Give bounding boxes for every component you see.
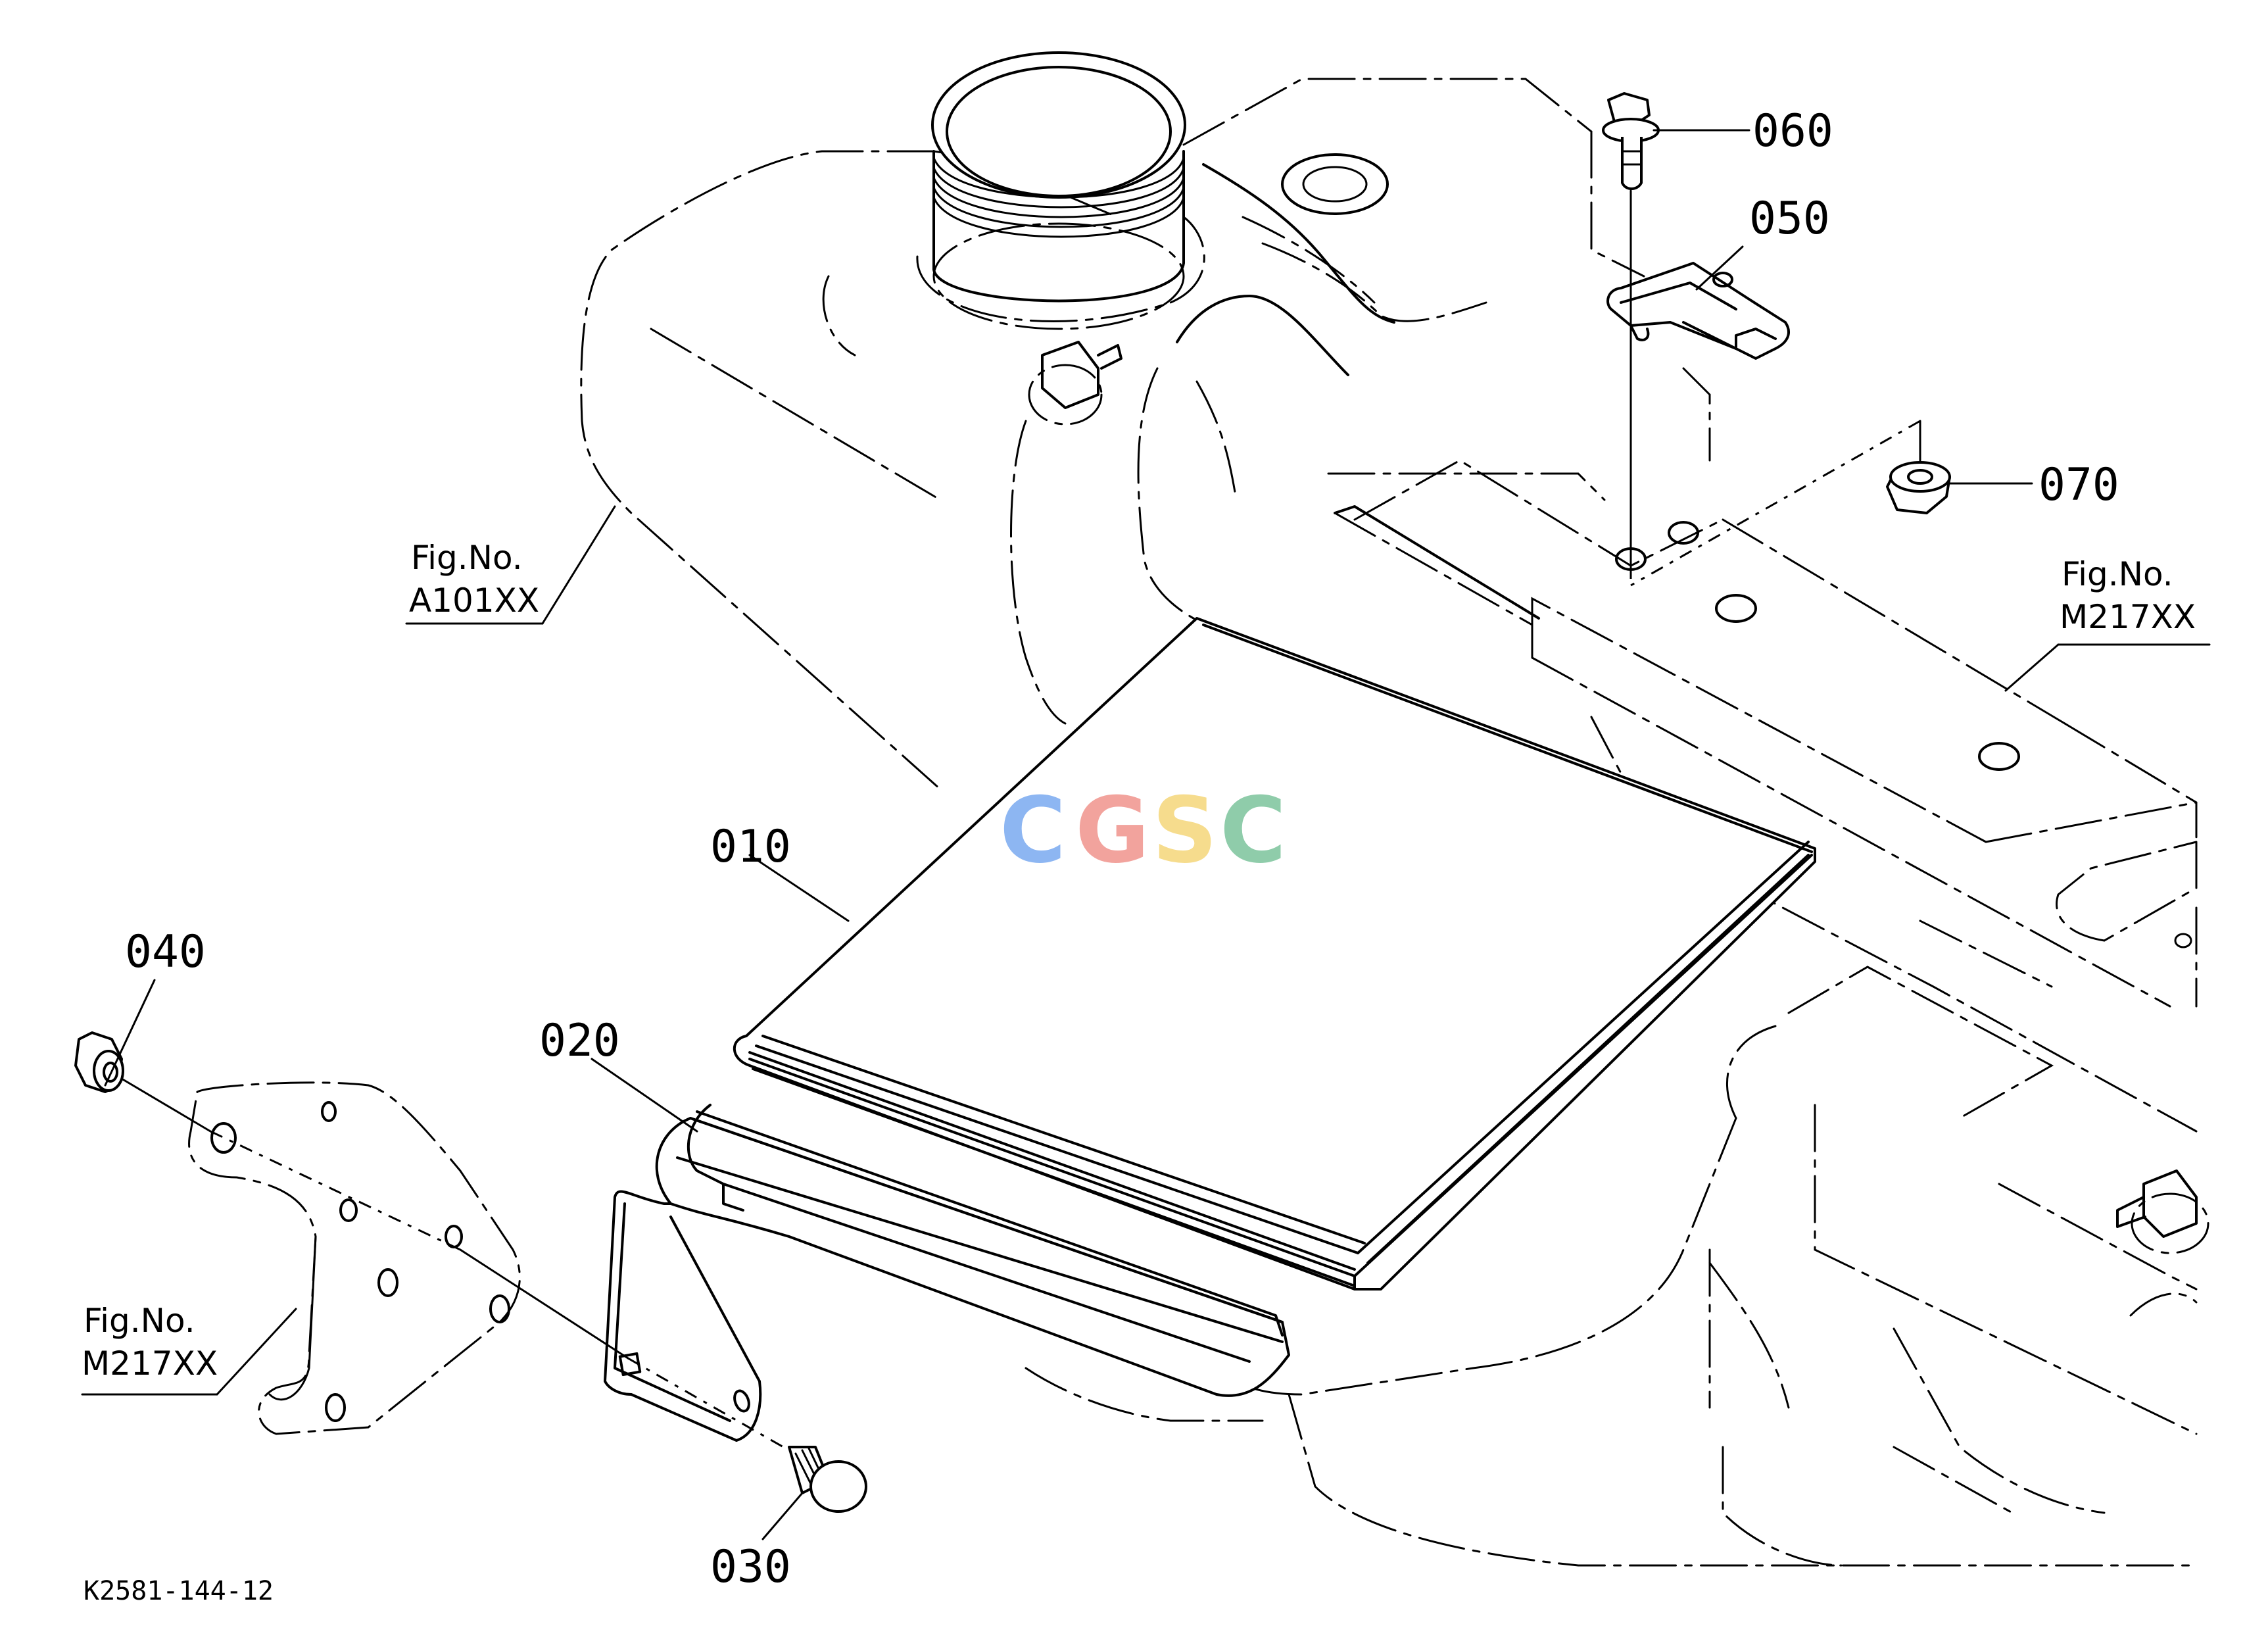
watermark-letter-c1: C	[1000, 777, 1066, 883]
hose-fitting-right	[2116, 1169, 2209, 1254]
label-060: 060	[1752, 105, 1833, 157]
filler-cap	[916, 51, 1205, 330]
fuel-tank-outline	[580, 78, 1711, 791]
fig-ref-m217xx-left-line1: Fig.No.	[84, 1302, 195, 1340]
part-labels: 010 020 030 040 050 060 070	[125, 105, 2119, 1593]
watermark-letter-s: S	[1152, 777, 1217, 883]
label-050: 050	[1749, 193, 1830, 245]
label-070: 070	[2039, 459, 2119, 511]
fig-references: Fig.No. A101XX Fig.No. M217XX Fig.No. M2…	[82, 539, 2196, 1383]
label-020: 020	[539, 1015, 620, 1067]
fig-ref-a101xx-line1: Fig.No.	[411, 539, 523, 577]
fig-ref-a101xx-line2: A101XX	[409, 581, 539, 620]
drawing-code: K2581-144-12	[84, 1576, 274, 1606]
part-010-pad	[733, 617, 1816, 1291]
label-010: 010	[710, 821, 791, 873]
left-bracket	[188, 1081, 521, 1435]
part-050-clamp	[1606, 262, 1790, 360]
tank-mount-plate	[1176, 153, 1395, 376]
part-030-bolt	[788, 1446, 867, 1513]
watermark-letter-g: G	[1075, 777, 1149, 883]
hose-fitting-top	[1028, 341, 1122, 426]
label-030: 030	[710, 1541, 791, 1593]
fig-ref-m217xx-right-line1: Fig.No.	[2062, 555, 2173, 593]
watermark-letter-c2: C	[1220, 777, 1286, 883]
part-020-tray	[604, 1104, 1290, 1442]
part-070-nut	[1886, 461, 1951, 514]
leader-lines	[81, 129, 2211, 1540]
label-040: 040	[125, 926, 206, 978]
watermark: C G S C	[1000, 777, 1286, 883]
fig-ref-m217xx-left-line2: M217XX	[82, 1344, 218, 1383]
part-060-bolt	[1602, 92, 1660, 190]
fig-ref-m217xx-right-line2: M217XX	[2060, 598, 2196, 636]
